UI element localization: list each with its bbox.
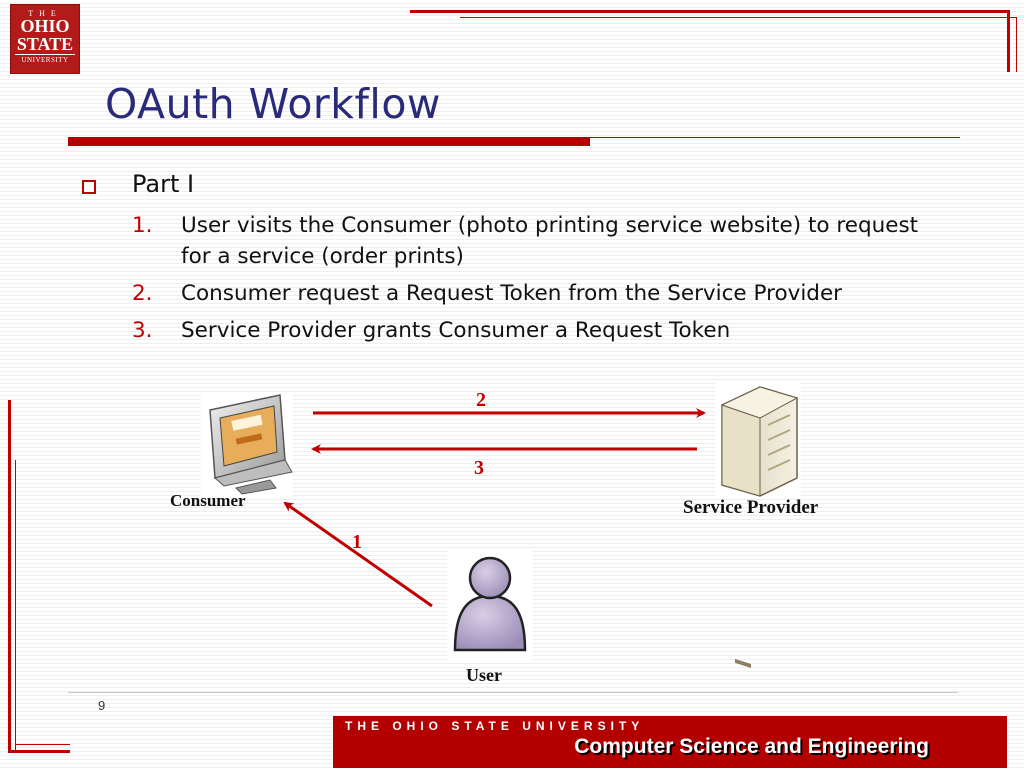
step-item: 2. Consumer request a Request Token from… [132,278,932,309]
frame-line-bottom-left-inner [15,744,70,745]
monitor-icon [201,392,293,496]
footer-department: Computer Science and Engineering [574,735,929,758]
title-underline-bar [68,137,590,146]
divider-bottom [68,692,958,693]
arrow-label-3: 3 [474,457,484,479]
bullet-part-label: Part I [132,170,195,198]
logo-line2: STATE [16,34,74,54]
step-item: 3. Service Provider grants Consumer a Re… [132,315,932,346]
arrow-user-visit [283,501,433,608]
arrow-label-2: 2 [476,389,486,411]
steps-list: 1. User visits the Consumer (photo print… [132,210,932,352]
logo-the: THE [28,9,62,18]
step-number: 3. [132,318,153,343]
user-icon [447,550,533,660]
logo-line3: UNIVERSITY [15,54,75,65]
server-icon [715,383,801,669]
title-underline-rule [590,137,960,138]
frame-line-left-inner [15,460,16,750]
step-item: 1. User visits the Consumer (photo print… [132,210,932,272]
step-text: Service Provider grants Consumer a Reque… [181,318,731,343]
frame-line-left-vertical [8,400,11,752]
step-text: Consumer request a Request Token from th… [181,281,843,306]
university-logo: THE OHIO STATE UNIVERSITY [10,4,80,74]
step-number: 1. [132,213,153,238]
frame-line-top-inner [460,17,1017,18]
logo-line1: OHIO [20,16,70,36]
arrow-label-1: 1 [352,531,362,553]
frame-line-top-right [410,10,1010,13]
step-text: User visits the Consumer (photo printing… [181,213,919,269]
slide-number: 9 [98,698,106,713]
consumer-label: Consumer [170,491,246,510]
footer-university: THE OHIO STATE UNIVERSITY [345,719,645,733]
bullet-square-icon [82,180,96,194]
frame-line-right-vertical [1007,10,1010,72]
slide-title: OAuth Workflow [105,80,441,128]
user-label: User [466,665,502,685]
frame-line-right-inner [1016,17,1017,72]
step-number: 2. [132,281,153,306]
service-provider-label: Service Provider [683,497,819,518]
footer-banner: THE OHIO STATE UNIVERSITY Computer Scien… [333,716,1007,768]
frame-line-bottom-left [8,750,70,753]
